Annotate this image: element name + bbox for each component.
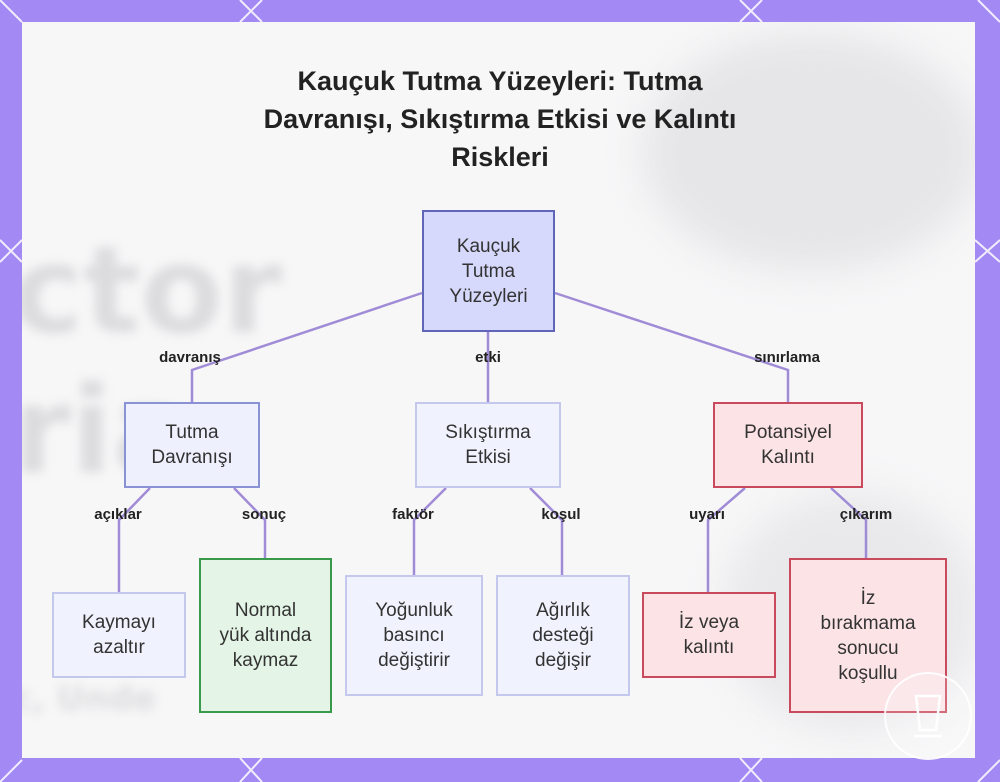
edge-label-uyari: uyarı: [689, 506, 725, 523]
node-iz-veya-kalinti[interactable]: İz veya kalıntı: [642, 592, 776, 678]
edge-label-aciklar: açıklar: [94, 506, 142, 523]
edge-root-tutma: [190, 291, 423, 402]
node-root[interactable]: Kauçuk Tutma Yüzeyleri: [422, 210, 555, 332]
watermark-text: ctor: [22, 222, 283, 361]
node-yogunluk-basinci[interactable]: Yoğunluk basıncı değiştirir: [345, 575, 483, 696]
node-normal-yuk[interactable]: Normal yük altında kaymaz: [199, 558, 332, 713]
edge-kalinti-birakmama: [830, 487, 868, 558]
edge-sikistirma-agirlik: [529, 487, 564, 575]
edge-tutma-kaymayi: [117, 487, 151, 592]
edge-label-sinirlama: sınırlama: [754, 349, 820, 366]
edge-label-etki: etki: [475, 349, 501, 366]
edge-sikistirma-yogunluk: [412, 487, 447, 575]
edge-label-sonuc: sonuç: [241, 506, 287, 523]
background-blur-shape: [642, 32, 975, 272]
node-tutma-davranisi[interactable]: Tutma Davranışı: [124, 402, 260, 488]
node-sikistirma-etkisi[interactable]: Sıkıştırma Etkisi: [415, 402, 561, 488]
watermark-text: c, Unde: [22, 679, 157, 719]
edge-label-faktor: faktör: [392, 506, 434, 523]
edge-label-kosul: koşul: [541, 506, 581, 523]
edge-kalinti-iz: [706, 487, 746, 592]
edge-root-kalinti: [554, 291, 790, 402]
node-agirlik-destegi[interactable]: Ağırlık desteği değişir: [496, 575, 630, 696]
diagram-title: Kauçuk Tutma Yüzeyleri: Tutma Davranışı,…: [263, 66, 737, 172]
edge-label-cikarim: çıkarım: [839, 506, 893, 523]
node-potansiyel-kalinti[interactable]: Potansiyel Kalıntı: [713, 402, 863, 488]
edge-tutma-normal: [233, 487, 267, 558]
edge-label-davranis: davranış: [159, 349, 221, 366]
brand-logo-icon: [884, 672, 972, 760]
node-kaymayi-azaltir[interactable]: Kaymayı azaltır: [52, 592, 186, 678]
